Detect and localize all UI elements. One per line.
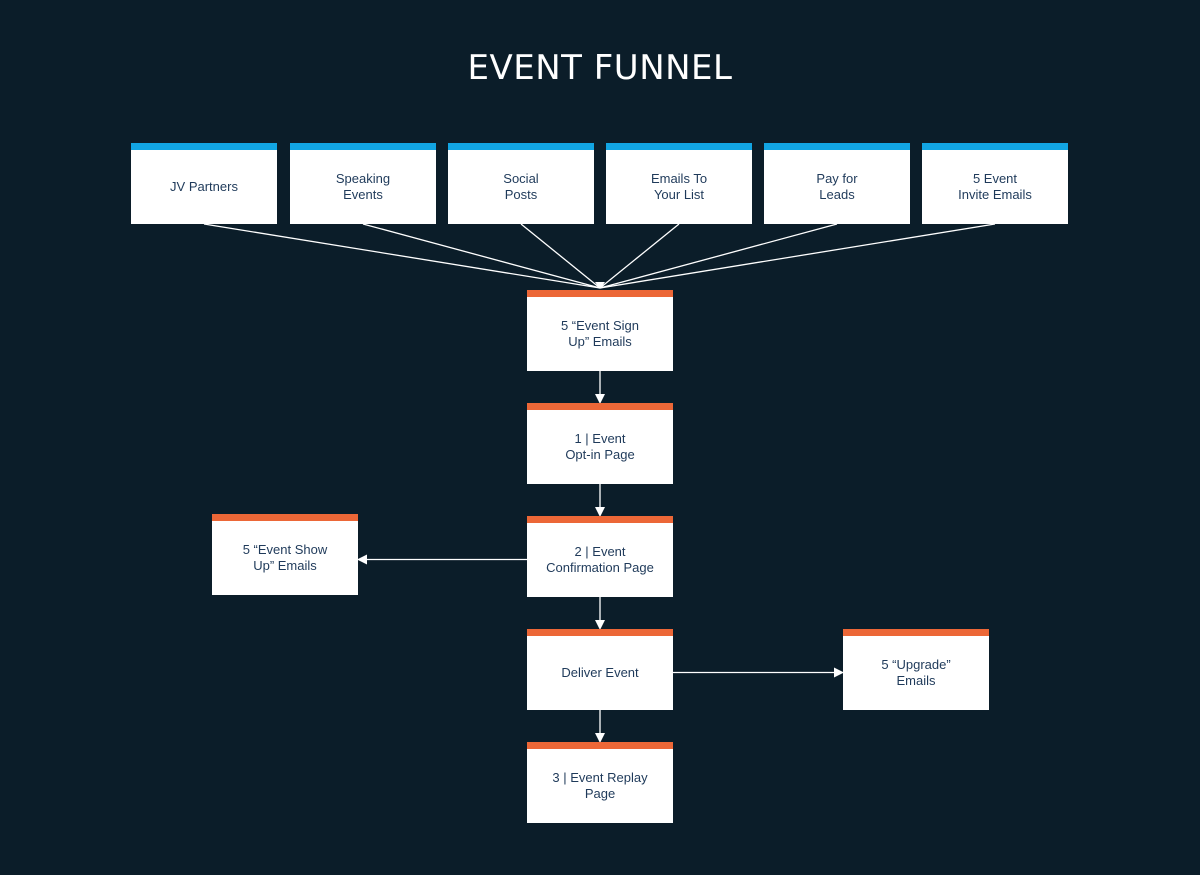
source-node-event-invite-emails[interactable]: 5 Event Invite Emails: [922, 143, 1068, 224]
node-label: 3 | Event Replay Page: [552, 769, 648, 801]
source-node-emails-to-list[interactable]: Emails To Your List: [606, 143, 752, 224]
node-label: Emails To Your List: [650, 170, 708, 202]
step-node-confirmation-page[interactable]: 2 | Event Confirmation Page: [527, 516, 673, 597]
node-accent-bar: [527, 403, 673, 410]
node-label: Deliver Event: [561, 664, 639, 680]
node-label: 5 “Event Sign Up” Emails: [560, 317, 640, 349]
node-label: Pay for Leads: [816, 170, 858, 202]
node-accent-bar: [764, 143, 910, 150]
connector-emails-to-list-to-sign-up-emails: [599, 223, 680, 289]
node-accent-bar: [527, 742, 673, 749]
node-accent-bar: [131, 143, 277, 150]
node-accent-bar: [527, 290, 673, 297]
node-accent-bar: [922, 143, 1068, 150]
branch-node-upgrade-emails[interactable]: 5 “Upgrade” Emails: [843, 629, 989, 710]
source-node-social-posts[interactable]: Social Posts: [448, 143, 594, 224]
step-node-deliver-event[interactable]: Deliver Event: [527, 629, 673, 710]
node-accent-bar: [290, 143, 436, 150]
diagram-title: EVENT FUNNEL: [467, 48, 733, 88]
node-label: 2 | Event Confirmation Page: [546, 543, 654, 575]
node-accent-bar: [843, 629, 989, 636]
node-label: JV Partners: [170, 178, 238, 194]
convergence-arrowhead: [595, 282, 605, 289]
step-node-replay-page[interactable]: 3 | Event Replay Page: [527, 742, 673, 823]
node-label: 5 Event Invite Emails: [958, 170, 1032, 202]
branch-node-show-up-emails[interactable]: 5 “Event Show Up” Emails: [212, 514, 358, 595]
node-label: Social Posts: [503, 170, 539, 202]
connector-event-invite-emails-to-sign-up-emails: [599, 223, 996, 289]
source-node-jv-partners[interactable]: JV Partners: [131, 143, 277, 224]
node-label: Speaking Events: [335, 170, 391, 202]
node-accent-bar: [606, 143, 752, 150]
connector-speaking-events-to-sign-up-emails: [362, 223, 601, 289]
step-node-opt-in-page[interactable]: 1 | Event Opt-in Page: [527, 403, 673, 484]
source-node-speaking-events[interactable]: Speaking Events: [290, 143, 436, 224]
node-label: 5 “Upgrade” Emails: [881, 656, 951, 688]
source-node-pay-for-leads[interactable]: Pay for Leads: [764, 143, 910, 224]
connector-pay-for-leads-to-sign-up-emails: [599, 223, 838, 289]
node-accent-bar: [448, 143, 594, 150]
step-node-sign-up-emails[interactable]: 5 “Event Sign Up” Emails: [527, 290, 673, 371]
connector-jv-partners-to-sign-up-emails: [203, 223, 601, 289]
connector-social-posts-to-sign-up-emails: [520, 223, 601, 289]
node-label: 1 | Event Opt-in Page: [565, 430, 635, 462]
node-accent-bar: [527, 629, 673, 636]
node-accent-bar: [212, 514, 358, 521]
node-label: 5 “Event Show Up” Emails: [242, 541, 328, 573]
node-accent-bar: [527, 516, 673, 523]
